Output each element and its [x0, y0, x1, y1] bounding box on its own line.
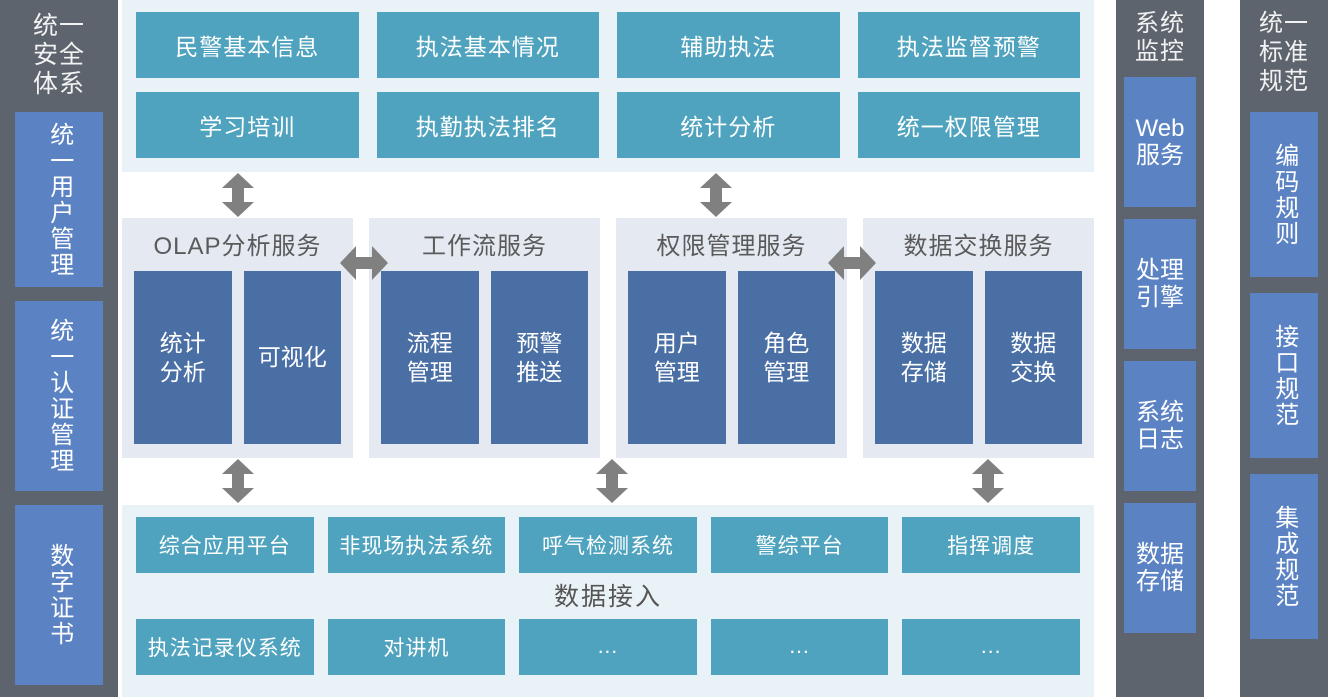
data-box-law-enforcement-recorder-system[interactable]: 执法记录仪系统	[136, 619, 314, 675]
app-box-enforcement-basics[interactable]: 执法基本情况	[376, 12, 599, 78]
arrow-up-down-icon-app-olap	[222, 173, 254, 217]
service-box-role-management[interactable]: 角色 管理	[737, 271, 835, 444]
service-panel-workflow-title: 工作流服务	[422, 233, 547, 260]
standard-box-coding-rules[interactable]: 编码规则	[1250, 112, 1318, 278]
standard-box-interface-spec[interactable]: 接口规范	[1250, 293, 1318, 459]
standards-pillar-title: 统一 标准 规范	[1259, 10, 1309, 95]
monitor-box-process-engine[interactable]: 处理 引擎	[1124, 219, 1196, 350]
monitor-box-web-service[interactable]: Web 服务	[1124, 77, 1196, 208]
data-box-breath-test-system[interactable]: 呼气检测系统	[519, 517, 697, 573]
service-panel-permission-boxes: 用户 管理 角色 管理	[628, 271, 835, 444]
security-box-unified-auth-management[interactable]: 统一认证管理	[15, 301, 103, 492]
arrow-up-down-icon-olap-data	[222, 459, 254, 503]
service-panel-olap: OLAP分析服务 统计 分析 可视化	[122, 218, 353, 458]
security-box-unified-user-management[interactable]: 统一用户管理	[15, 112, 103, 288]
app-box-statistical-analysis[interactable]: 统计分析	[617, 92, 840, 158]
monitor-box-system-log[interactable]: 系统 日志	[1124, 361, 1196, 492]
service-box-data-exchange[interactable]: 数据 交换	[984, 271, 1082, 444]
data-box-placeholder-1[interactable]: ...	[519, 619, 697, 675]
service-panel-data-exchange: 数据交换服务 数据 存储 数据 交换	[863, 218, 1094, 458]
system-monitor-pillar: 系统 监控 Web 服务 处理 引擎 系统 日志 数据 存储	[1116, 0, 1204, 697]
data-access-caption: 数据接入	[553, 583, 662, 611]
data-box-intercom[interactable]: 对讲机	[327, 619, 506, 675]
security-pillar-title: 统一 安全 体系	[32, 12, 85, 98]
application-layer: 民警基本信息 执法基本情况 辅助执法 执法监督预警 学习培训 执勤执法排名 统计…	[122, 0, 1094, 172]
application-row-1: 民警基本信息 执法基本情况 辅助执法 执法监督预警	[136, 12, 1080, 78]
service-box-data-storage[interactable]: 数据 存储	[875, 271, 973, 444]
data-box-placeholder-2[interactable]: ...	[710, 619, 889, 675]
service-layer: OLAP分析服务 统计 分析 可视化 工作流服务 流程 管理 预警 推送 权限管…	[122, 218, 1094, 458]
arrow-left-right-icon-permission-exchange	[828, 246, 876, 280]
service-panel-olap-title: OLAP分析服务	[153, 233, 322, 260]
app-box-police-basic-info[interactable]: 民警基本信息	[136, 12, 359, 78]
data-box-non-onsite-enforcement-system[interactable]: 非现场执法系统	[327, 517, 506, 573]
service-panel-permission: 权限管理服务 用户 管理 角色 管理	[616, 218, 847, 458]
service-box-user-management[interactable]: 用户 管理	[628, 271, 726, 444]
center-column: 民警基本信息 执法基本情况 辅助执法 执法监督预警 学习培训 执勤执法排名 统计…	[122, 0, 1094, 697]
arrow-up-down-icon-app-permission	[700, 173, 732, 217]
data-access-row-1: 综合应用平台 非现场执法系统 呼气检测系统 警综平台 指挥调度	[136, 517, 1080, 573]
security-box-digital-certificate[interactable]: 数字证书	[15, 505, 103, 686]
monitor-box-data-storage[interactable]: 数据 存储	[1124, 503, 1196, 634]
service-panel-workflow-boxes: 流程 管理 预警 推送	[381, 271, 588, 444]
service-box-statistical-analysis[interactable]: 统计 分析	[134, 271, 232, 444]
service-panel-data-exchange-boxes: 数据 存储 数据 交换	[875, 271, 1082, 444]
app-box-enforcement-supervision-alert[interactable]: 执法监督预警	[857, 12, 1080, 78]
data-box-integrated-application-platform[interactable]: 综合应用平台	[136, 517, 314, 573]
security-pillar: 统一 安全 体系 统一用户管理 统一认证管理 数字证书	[0, 0, 118, 697]
arrow-up-down-icon-workflow-data	[596, 459, 628, 503]
system-monitor-pillar-title: 系统 监控	[1135, 10, 1185, 65]
service-panel-permission-title: 权限管理服务	[656, 233, 807, 260]
service-panel-data-exchange-title: 数据交换服务	[903, 233, 1054, 260]
service-box-process-management[interactable]: 流程 管理	[381, 271, 479, 444]
data-box-command-dispatch[interactable]: 指挥调度	[902, 517, 1080, 573]
data-access-row-2: 执法记录仪系统 对讲机 ... ... ...	[136, 619, 1080, 675]
app-box-duty-ranking[interactable]: 执勤执法排名	[376, 92, 599, 158]
data-box-placeholder-3[interactable]: ...	[902, 619, 1080, 675]
application-row-2: 学习培训 执勤执法排名 统计分析 统一权限管理	[136, 92, 1080, 158]
arrow-up-down-icon-exchange-data	[972, 459, 1004, 503]
standards-pillar: 统一 标准 规范 编码规则 接口规范 集成规范	[1240, 0, 1328, 697]
standard-box-integration-spec[interactable]: 集成规范	[1250, 474, 1318, 640]
app-box-unified-permission-management[interactable]: 统一权限管理	[857, 92, 1080, 158]
app-box-assisted-enforcement[interactable]: 辅助执法	[617, 12, 840, 78]
service-panel-olap-boxes: 统计 分析 可视化	[134, 271, 341, 444]
service-panel-workflow: 工作流服务 流程 管理 预警 推送	[369, 218, 600, 458]
data-box-police-integrated-platform[interactable]: 警综平台	[710, 517, 889, 573]
arrow-left-right-icon-olap-workflow	[340, 246, 388, 280]
service-box-alert-push[interactable]: 预警 推送	[490, 271, 588, 444]
data-access-layer: 综合应用平台 非现场执法系统 呼气检测系统 警综平台 指挥调度 数据接入 执法记…	[122, 505, 1094, 697]
service-box-visualization[interactable]: 可视化	[243, 271, 341, 444]
app-box-training[interactable]: 学习培训	[136, 92, 359, 158]
